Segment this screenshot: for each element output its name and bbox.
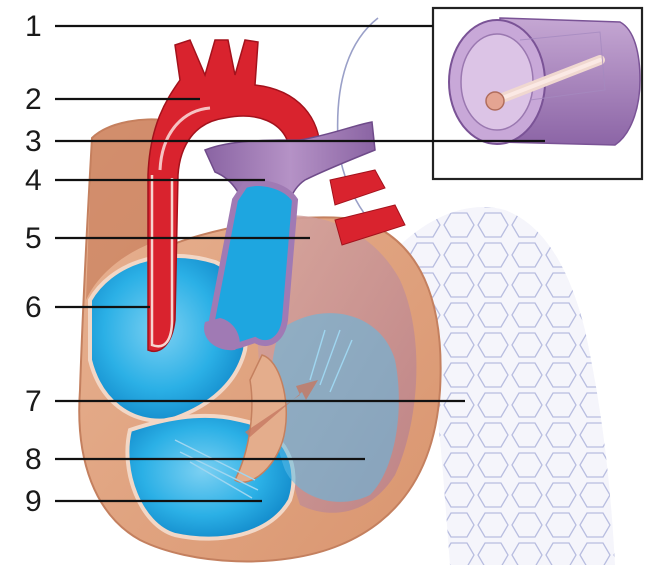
pulmonary-veins bbox=[330, 170, 405, 245]
label-9: 9 bbox=[25, 485, 42, 518]
label-3: 3 bbox=[25, 125, 42, 158]
label-5: 5 bbox=[25, 222, 42, 255]
label-8: 8 bbox=[25, 443, 42, 476]
label-2: 2 bbox=[25, 83, 42, 116]
label-1: 1 bbox=[25, 10, 42, 43]
label-numbers: 1 2 3 4 5 6 7 8 9 bbox=[25, 10, 42, 518]
label-6: 6 bbox=[25, 291, 42, 324]
inset-artery-detail bbox=[433, 8, 642, 179]
label-4: 4 bbox=[25, 164, 42, 197]
label-7: 7 bbox=[25, 385, 42, 418]
